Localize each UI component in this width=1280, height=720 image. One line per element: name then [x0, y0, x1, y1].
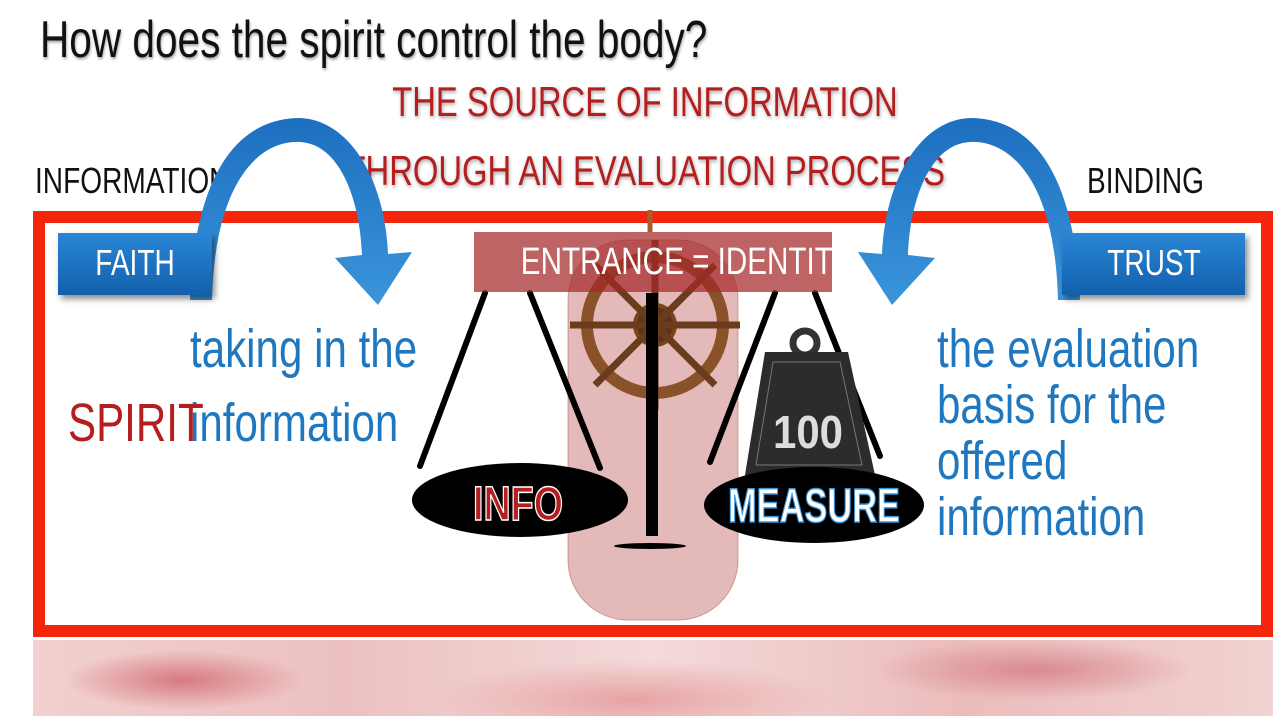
info-pan-label: INFO [473, 478, 563, 531]
entrance-identity-label: ENTRANCE = IDENTITY [520, 241, 853, 283]
right-text-line-3: offered [937, 431, 1068, 491]
right-text-line-1: the evaluation [937, 319, 1200, 379]
brain-texture-image [33, 640, 1273, 716]
scale-strings [417, 290, 883, 471]
faith-box: FAITH [58, 233, 212, 295]
right-text-line-2: basis for the [937, 375, 1167, 435]
left-curved-arrow-icon [190, 118, 412, 305]
binding-label: BINDING [1087, 160, 1205, 201]
weight-label: 100 [773, 406, 843, 458]
scale-base [614, 543, 686, 549]
information-label: INFORMATION [35, 160, 230, 201]
left-text-line-2: information [190, 393, 399, 453]
info-pan [412, 463, 628, 537]
right-curved-arrow-icon [858, 118, 1080, 305]
subtitle-line-1: THE SOURCE OF INFORMATION [392, 78, 898, 125]
scale-pole [646, 293, 658, 536]
slide-title: How does the spirit control the body? [40, 11, 708, 69]
weight-icon [745, 327, 875, 475]
measure-pan [704, 467, 924, 543]
spirit-label: SPIRIT [68, 393, 204, 453]
subtitle-line-2: THROUGH AN EVALUATION PROCESS [345, 147, 945, 194]
trust-box: TRUST [1062, 233, 1245, 295]
right-text-line-4: information [937, 487, 1146, 547]
left-text-line-1: taking in the [190, 319, 418, 379]
red-frame [33, 211, 1273, 637]
entrance-identity-box: ENTRANCE = IDENTITY [474, 232, 853, 292]
measure-pan-label: MEASURE [728, 480, 900, 533]
